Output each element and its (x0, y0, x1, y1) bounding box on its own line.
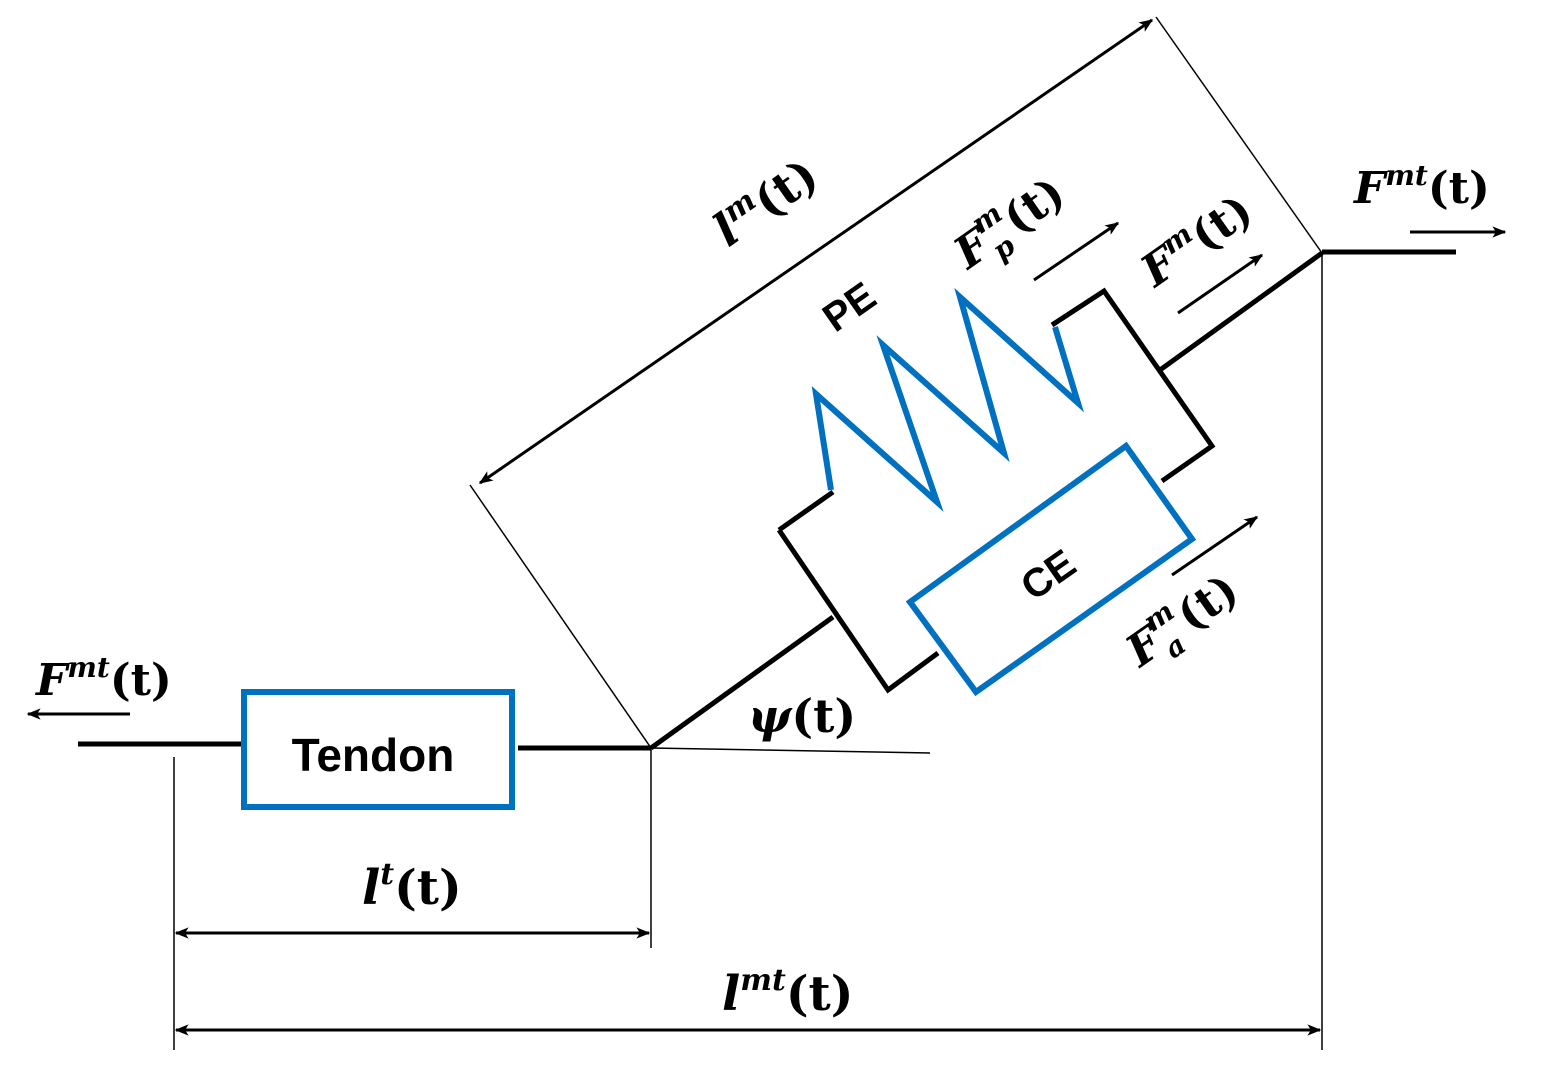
force-left-label: Fmt(t) (34, 651, 172, 706)
parallel-frame-right (1050, 287, 1216, 484)
force-arrows (26, 221, 1507, 720)
tendon-box (241, 689, 515, 810)
force-right-label: Fmt(t) (1352, 159, 1490, 214)
pe-label: PE (815, 274, 884, 341)
pennation-reference-line (650, 747, 931, 754)
ce-label: CE (1013, 541, 1084, 609)
contractile-element-box (905, 441, 1197, 697)
passive-force-arrow (1033, 221, 1120, 282)
parallel-frame-left-bottom (776, 528, 940, 694)
active-force-label: F m a (t) (1115, 564, 1248, 678)
muscle-lower-segment (649, 614, 835, 751)
pennation-angle-label: ψ(t) (748, 689, 856, 743)
tendon-length-label: lt(t) (362, 857, 462, 916)
muscle-force-label: Fm(t) (1128, 181, 1262, 298)
muscle-start-extension-line (469, 484, 652, 749)
muscle-length-arrow (478, 18, 1154, 485)
muscle-length-label: lm(t) (702, 146, 828, 257)
parallel-frame-left-top (777, 489, 835, 533)
tendon-label: Tendon (292, 729, 455, 781)
svg-text:(t): (t) (994, 167, 1074, 244)
muscle-force-arrow (1177, 253, 1264, 315)
parallel-element-spring (811, 287, 1084, 512)
active-force-arrow (1171, 515, 1259, 577)
muscle-end-extension-line (1155, 16, 1323, 254)
blue-components (241, 287, 1197, 810)
structure-lines (78, 249, 1456, 751)
muscle-upper-segment (1158, 250, 1324, 373)
musculotendon-length-label: lmt(t) (722, 963, 853, 1022)
extension-lines (173, 16, 1323, 1050)
dimension-arrows (174, 18, 1322, 1036)
passive-force-label: F m p (t) (943, 167, 1074, 280)
svg-text:(t): (t) (1168, 564, 1248, 641)
